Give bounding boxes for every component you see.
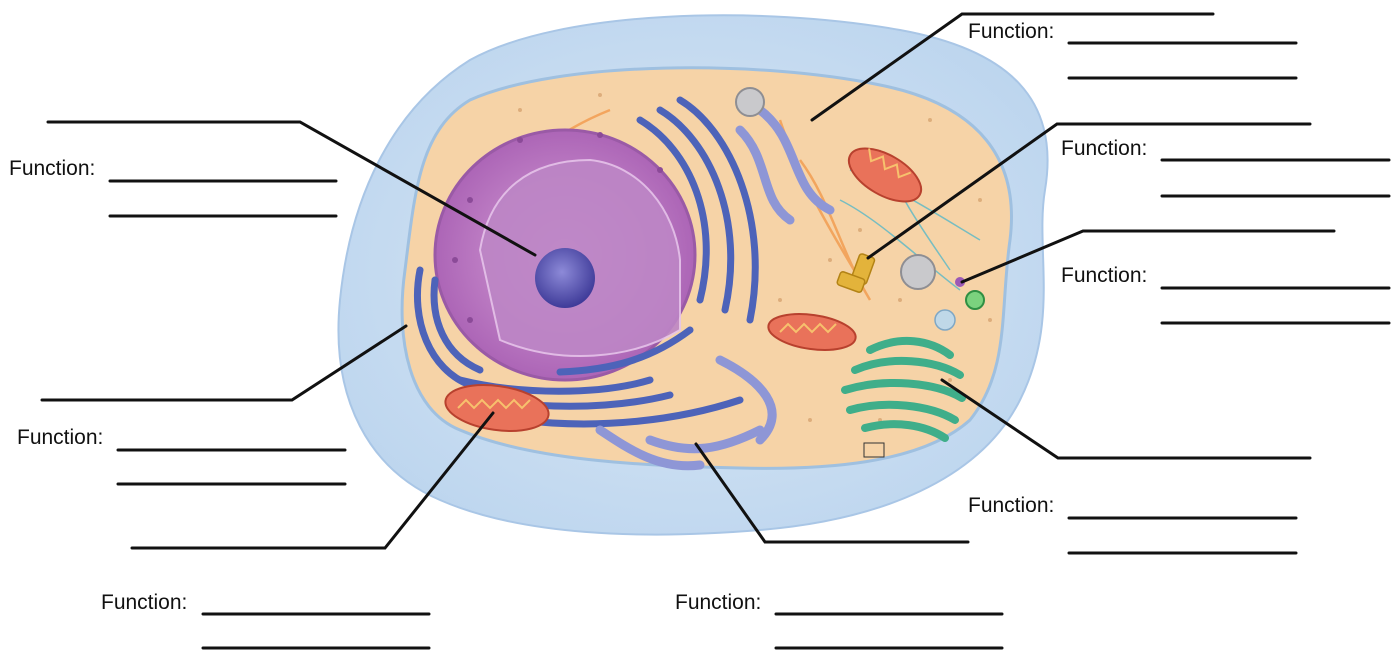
vacuole-right	[901, 255, 935, 289]
function-label-rough-er: Function:	[17, 427, 103, 448]
vesicle-blue	[935, 310, 955, 330]
function-label-centrioles: Function:	[1061, 138, 1147, 159]
vacuole-top	[736, 88, 764, 116]
function-label-mitochondrion: Function:	[101, 592, 187, 613]
function-label-lysosome: Function:	[1061, 265, 1147, 286]
vesicle-green	[966, 291, 984, 309]
nucleolus	[535, 248, 595, 308]
function-label-membrane: Function:	[968, 21, 1054, 42]
function-label-smooth-er: Function:	[675, 592, 761, 613]
function-label-nucleolus: Function:	[9, 158, 95, 179]
function-label-golgi: Function:	[968, 495, 1054, 516]
